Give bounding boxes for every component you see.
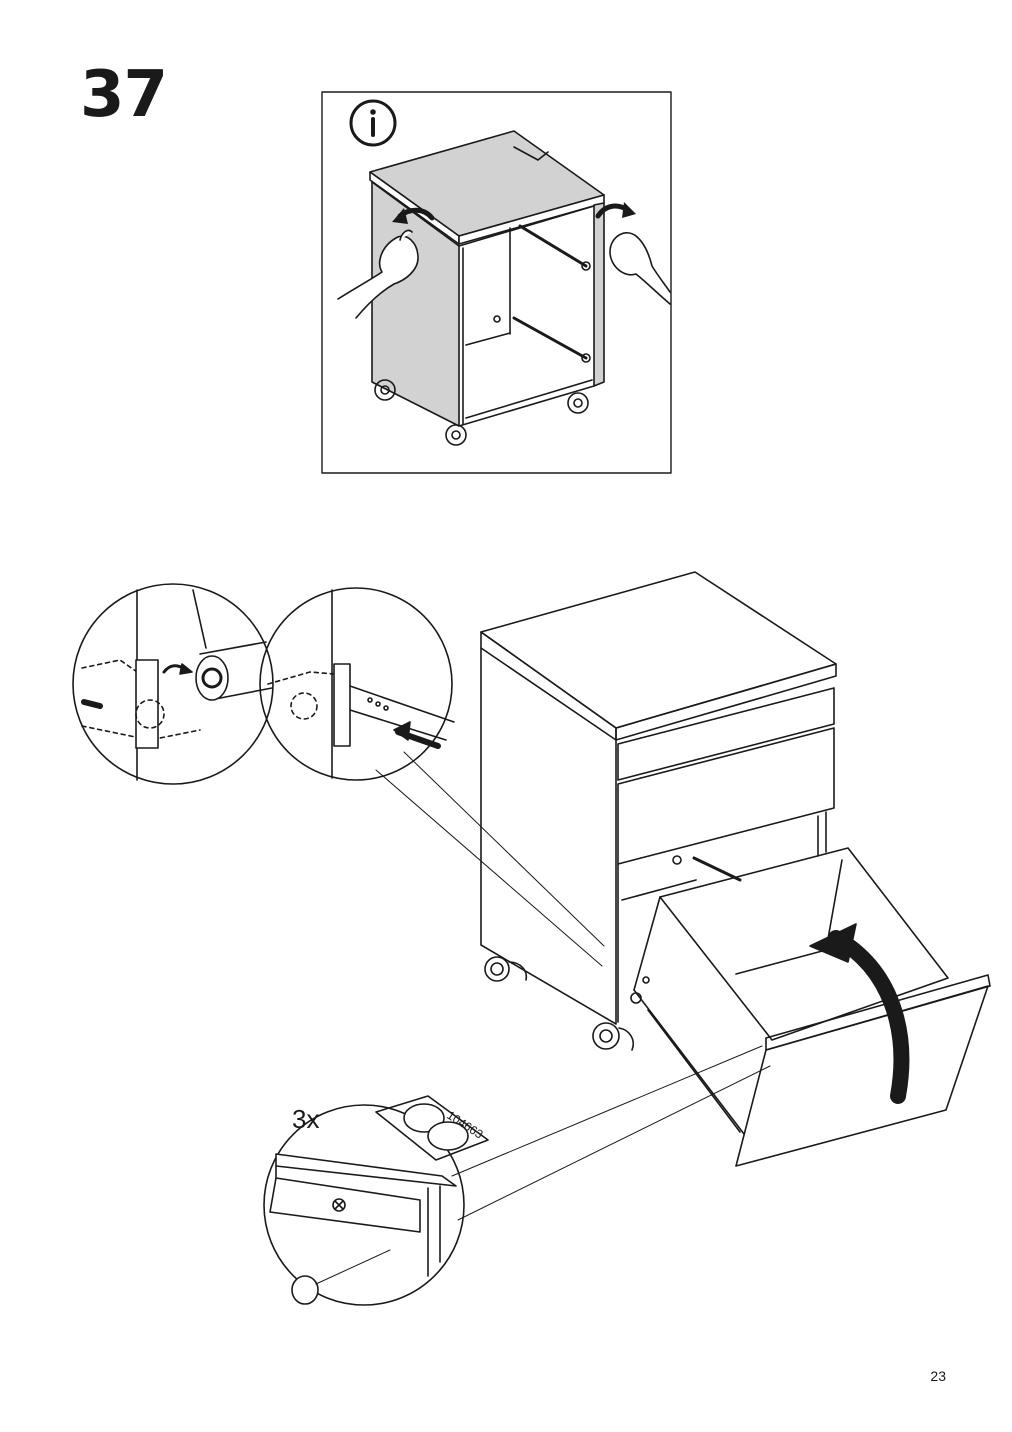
desk-carcass-without-drawers (369, 130, 605, 446)
rotate-arrow-icon (809, 923, 910, 1104)
detail-circle-rail-right (259, 587, 455, 781)
hardware-quantity: 3x (292, 1104, 320, 1134)
peel-arrow-left-icon (392, 207, 435, 224)
bumper-pad-sheet (375, 1095, 489, 1161)
caster-wheel (484, 956, 528, 982)
detail-circle-bumper (263, 1104, 465, 1306)
page-number: 23 (930, 1368, 946, 1384)
hand-left (337, 229, 419, 319)
info-icon (349, 99, 397, 147)
caster-wheel (592, 1022, 635, 1051)
step-number: 37 (80, 58, 168, 132)
drawer-unit-cabinet (480, 571, 837, 1051)
peel-arrow-right-icon (595, 202, 636, 219)
detail-circle-rail-left (72, 583, 274, 785)
callout-leader-lines (375, 751, 771, 1221)
open-drawer (630, 847, 991, 1167)
hand-right (609, 232, 671, 305)
info-panel (321, 91, 672, 474)
